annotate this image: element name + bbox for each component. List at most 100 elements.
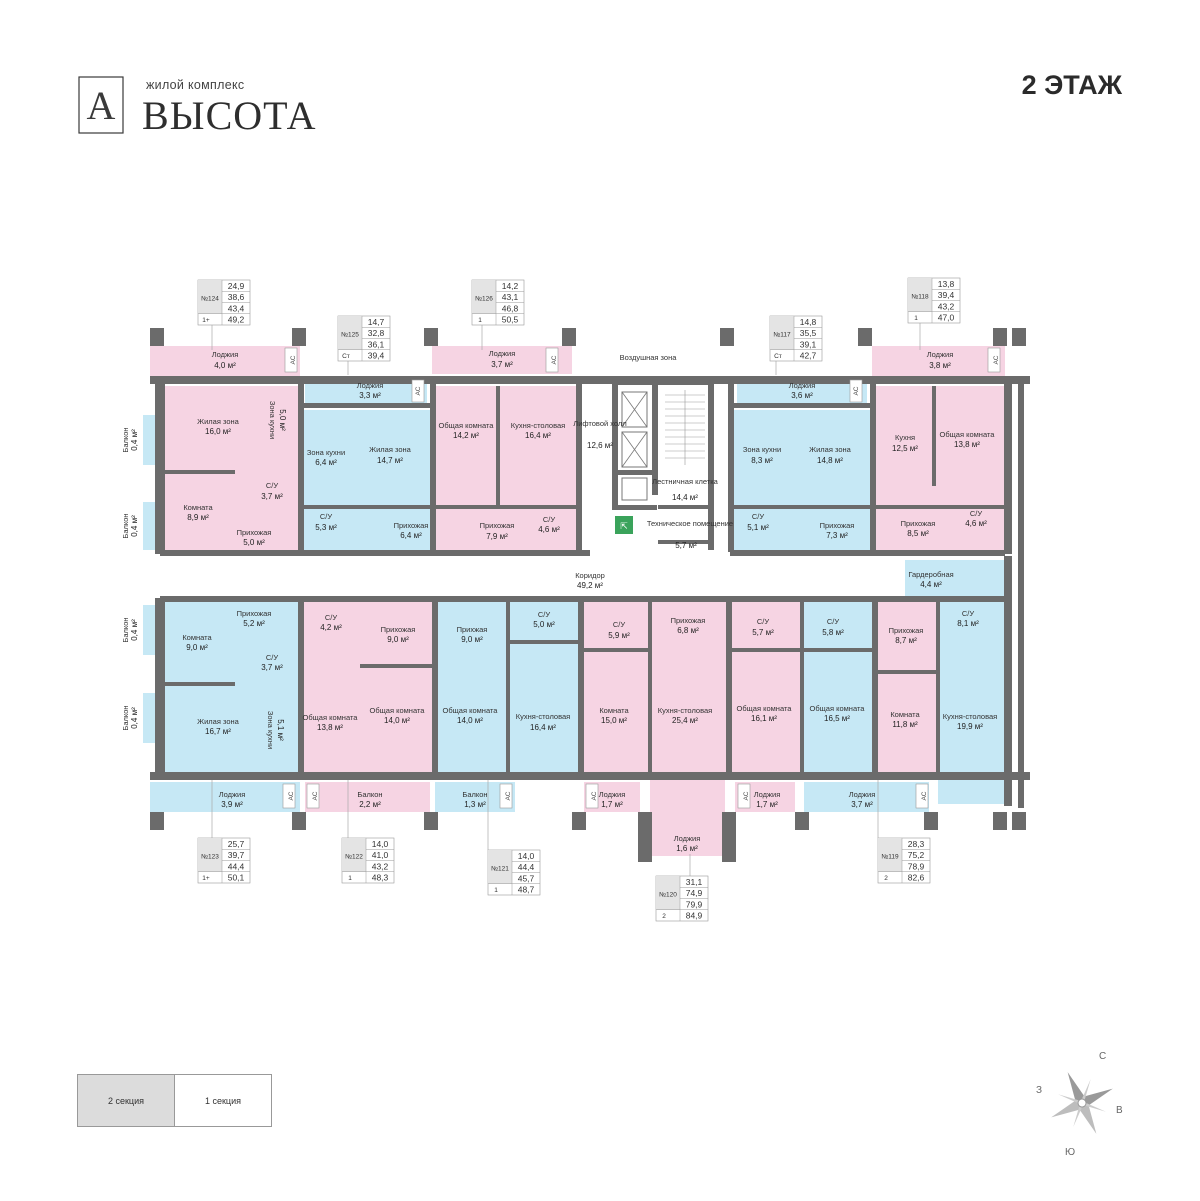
svg-text:Прихжая: Прихжая (457, 625, 488, 634)
svg-text:АС: АС (505, 791, 512, 800)
apt122-fill[interactable] (302, 602, 432, 774)
svg-text:Балкон: Балкон (121, 427, 130, 452)
infobox-value: 14,0 (518, 851, 535, 861)
svg-text:Балкон: Балкон (357, 790, 382, 799)
svg-text:14,7 м²: 14,7 м² (377, 456, 403, 465)
svg-text:4,4 м²: 4,4 м² (920, 580, 942, 589)
infobox-value: 84,9 (686, 911, 703, 921)
svg-text:13,8 м²: 13,8 м² (317, 723, 343, 732)
svg-text:Зона кухни: Зона кухни (307, 448, 345, 457)
logo-name: ВЫСОТА (142, 93, 317, 138)
floor-title: 2 ЭТАЖ (1021, 70, 1122, 100)
balcony-3[interactable] (143, 605, 155, 655)
apt122-balcony[interactable] (305, 782, 430, 812)
svg-text:1,3 м²: 1,3 м² (464, 800, 486, 809)
infobox-number: №126 (475, 295, 493, 302)
svg-text:6,8 м²: 6,8 м² (677, 626, 699, 635)
svg-text:Прихожая: Прихожая (237, 528, 272, 537)
infobox-value: 43,2 (938, 301, 955, 311)
apt119-pink[interactable] (876, 602, 938, 774)
svg-text:Балкон: Балкон (462, 790, 487, 799)
svg-text:9,0 м²: 9,0 м² (461, 635, 483, 644)
svg-text:АС: АС (290, 355, 297, 364)
svg-text:5,7 м²: 5,7 м² (675, 541, 697, 550)
svg-text:Лоджия: Лоджия (789, 381, 816, 390)
svg-text:Прихожая: Прихожая (394, 521, 429, 530)
svg-text:8,7 м²: 8,7 м² (895, 636, 917, 645)
infobox-value: 32,8 (368, 328, 385, 338)
svg-text:Кухня: Кухня (895, 433, 915, 442)
apt126-fill[interactable] (435, 386, 578, 552)
section-switcher: 2 секция 1 секция (77, 1074, 272, 1127)
infobox-type: 2 (884, 875, 888, 882)
infobox-number: №122 (345, 853, 363, 860)
logo-mark: A (78, 76, 124, 134)
infobox-number: №118 (911, 293, 929, 300)
apt-pink-fill[interactable] (730, 602, 802, 774)
apt118-fill[interactable] (874, 386, 1004, 552)
apt125-fill[interactable] (300, 410, 430, 552)
apt120-fill[interactable] (582, 602, 727, 774)
svg-text:6,4 м²: 6,4 м² (400, 531, 422, 540)
svg-text:14,4 м²: 14,4 м² (672, 493, 698, 502)
balcony-1[interactable] (143, 415, 155, 465)
svg-text:16,4 м²: 16,4 м² (525, 431, 551, 440)
svg-text:4,0 м²: 4,0 м² (214, 361, 236, 370)
infobox-value: 13,8 (938, 279, 955, 289)
apt118-loggia[interactable] (872, 346, 1005, 376)
apt120-loggia2[interactable] (650, 828, 725, 856)
svg-text:Зона кухни: Зона кухни (743, 445, 781, 454)
section-2-button[interactable]: 2 секция (78, 1075, 174, 1126)
apt119-loggia[interactable] (804, 782, 929, 812)
svg-text:Зона кухни: Зона кухни (268, 401, 277, 439)
infobox-number: №125 (341, 331, 359, 338)
balcony-4[interactable] (143, 693, 155, 743)
svg-text:14,0 м²: 14,0 м² (384, 716, 410, 725)
infobox-number: №123 (201, 853, 219, 860)
svg-text:0,4 м²: 0,4 м² (130, 429, 139, 451)
svg-text:8,9 м²: 8,9 м² (187, 513, 209, 522)
infobox-value: 82,6 (908, 873, 925, 883)
section-1-button[interactable]: 1 секция (174, 1075, 271, 1126)
svg-text:Жилая зона: Жилая зона (197, 417, 239, 426)
apt123-loggia[interactable] (150, 782, 300, 812)
apt124-fill[interactable] (165, 386, 298, 552)
apt124-loggia[interactable] (150, 346, 300, 376)
svg-text:16,4 м²: 16,4 м² (530, 723, 556, 732)
svg-text:0,4 м²: 0,4 м² (130, 619, 139, 641)
infobox-value: 78,9 (908, 861, 925, 871)
walls (150, 328, 1030, 862)
infobox-value: 28,3 (908, 839, 925, 849)
infobox-type: 1 (478, 317, 482, 324)
logo-subtitle: жилой комплекс (146, 78, 245, 92)
svg-text:Лестничная клетка: Лестничная клетка (652, 477, 719, 486)
svg-text:25,4 м²: 25,4 м² (672, 716, 698, 725)
svg-text:Прихожая: Прихожая (889, 626, 924, 635)
infobox-value: 48,7 (518, 885, 535, 895)
infobox-value: 45,7 (518, 873, 535, 883)
wardrobe[interactable] (905, 560, 940, 598)
svg-text:3,7 м²: 3,7 м² (851, 800, 873, 809)
svg-text:Лоджия: Лоджия (849, 790, 876, 799)
svg-text:С/У: С/У (613, 620, 626, 629)
apt-blue-fill[interactable] (804, 602, 874, 774)
apt117-fill[interactable] (730, 410, 870, 552)
balcony-2[interactable] (143, 502, 155, 550)
apt123-fill[interactable] (165, 602, 298, 774)
svg-text:Прихожая: Прихожая (671, 616, 706, 625)
svg-text:12,6 м²: 12,6 м² (587, 441, 613, 450)
svg-text:Лоджия: Лоджия (489, 349, 516, 358)
infobox-value: 49,2 (228, 315, 245, 325)
svg-text:Жилая зона: Жилая зона (369, 445, 411, 454)
infobox-value: 47,0 (938, 313, 955, 323)
